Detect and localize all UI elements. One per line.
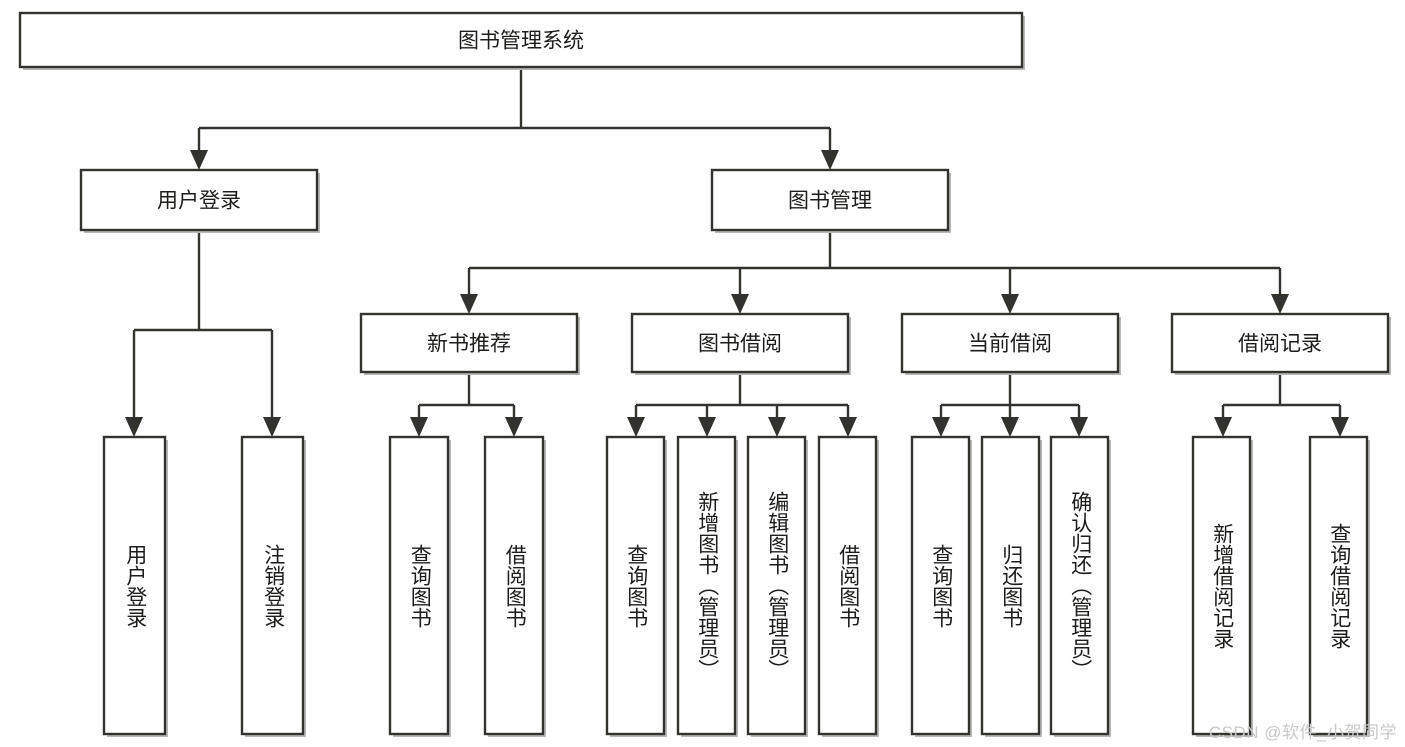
leaf-borrow-book-recommend[interactable] [483,435,546,737]
node-current-borrow-label: 当前借阅 [968,333,1052,356]
leaf-edit-book-admin[interactable] [746,435,808,737]
edges-group [125,68,1349,437]
edge-new-book-to-leaves [410,375,523,437]
edge-user-login-to-leaves [125,232,281,437]
node-book-management-label: 图书管理 [788,190,872,213]
edge-current-borrow-to-leaves [932,375,1088,437]
leaf-query-book-current[interactable] [910,435,972,737]
node-new-book-recommend[interactable]: 新书推荐 [359,312,580,375]
edge-book-borrow-to-leaves [627,375,857,437]
leaf-return-book[interactable] [980,435,1042,737]
node-root-label: 图书管理系统 [458,30,584,53]
leaf-logout[interactable] [240,435,306,737]
edge-borrow-record-to-leaves [1214,375,1349,437]
leaf-user-login[interactable] [102,435,168,737]
leaf-query-book-recommend[interactable] [388,435,451,737]
csdn-watermark: CSDN @软件_小贺同学 [1208,723,1397,742]
node-current-borrow[interactable]: 当前借阅 [900,312,1121,375]
node-borrow-record[interactable]: 借阅记录 [1170,312,1391,375]
node-book-borrow-label: 图书借阅 [698,333,782,356]
node-user-login[interactable]: 用户登录 [79,168,320,233]
node-user-login-label: 用户登录 [157,190,241,213]
leaf-confirm-return-admin[interactable] [1049,435,1111,737]
leaf-add-borrow-record[interactable] [1191,435,1253,737]
node-new-book-recommend-label: 新书推荐 [427,333,511,356]
node-root[interactable]: 图书管理系统 [18,11,1025,70]
leaf-add-book-admin[interactable] [676,435,738,737]
leaf-borrow-book[interactable] [817,435,879,737]
edge-root-to-level2 [190,68,839,170]
node-borrow-record-label: 借阅记录 [1238,333,1322,356]
node-book-borrow[interactable]: 图书借阅 [630,312,851,375]
leaf-query-book[interactable] [605,435,667,737]
edge-book-mgmt-to-level3 [460,232,1289,314]
node-book-management[interactable]: 图书管理 [710,168,951,233]
leaf-query-borrow-record[interactable] [1308,435,1370,737]
